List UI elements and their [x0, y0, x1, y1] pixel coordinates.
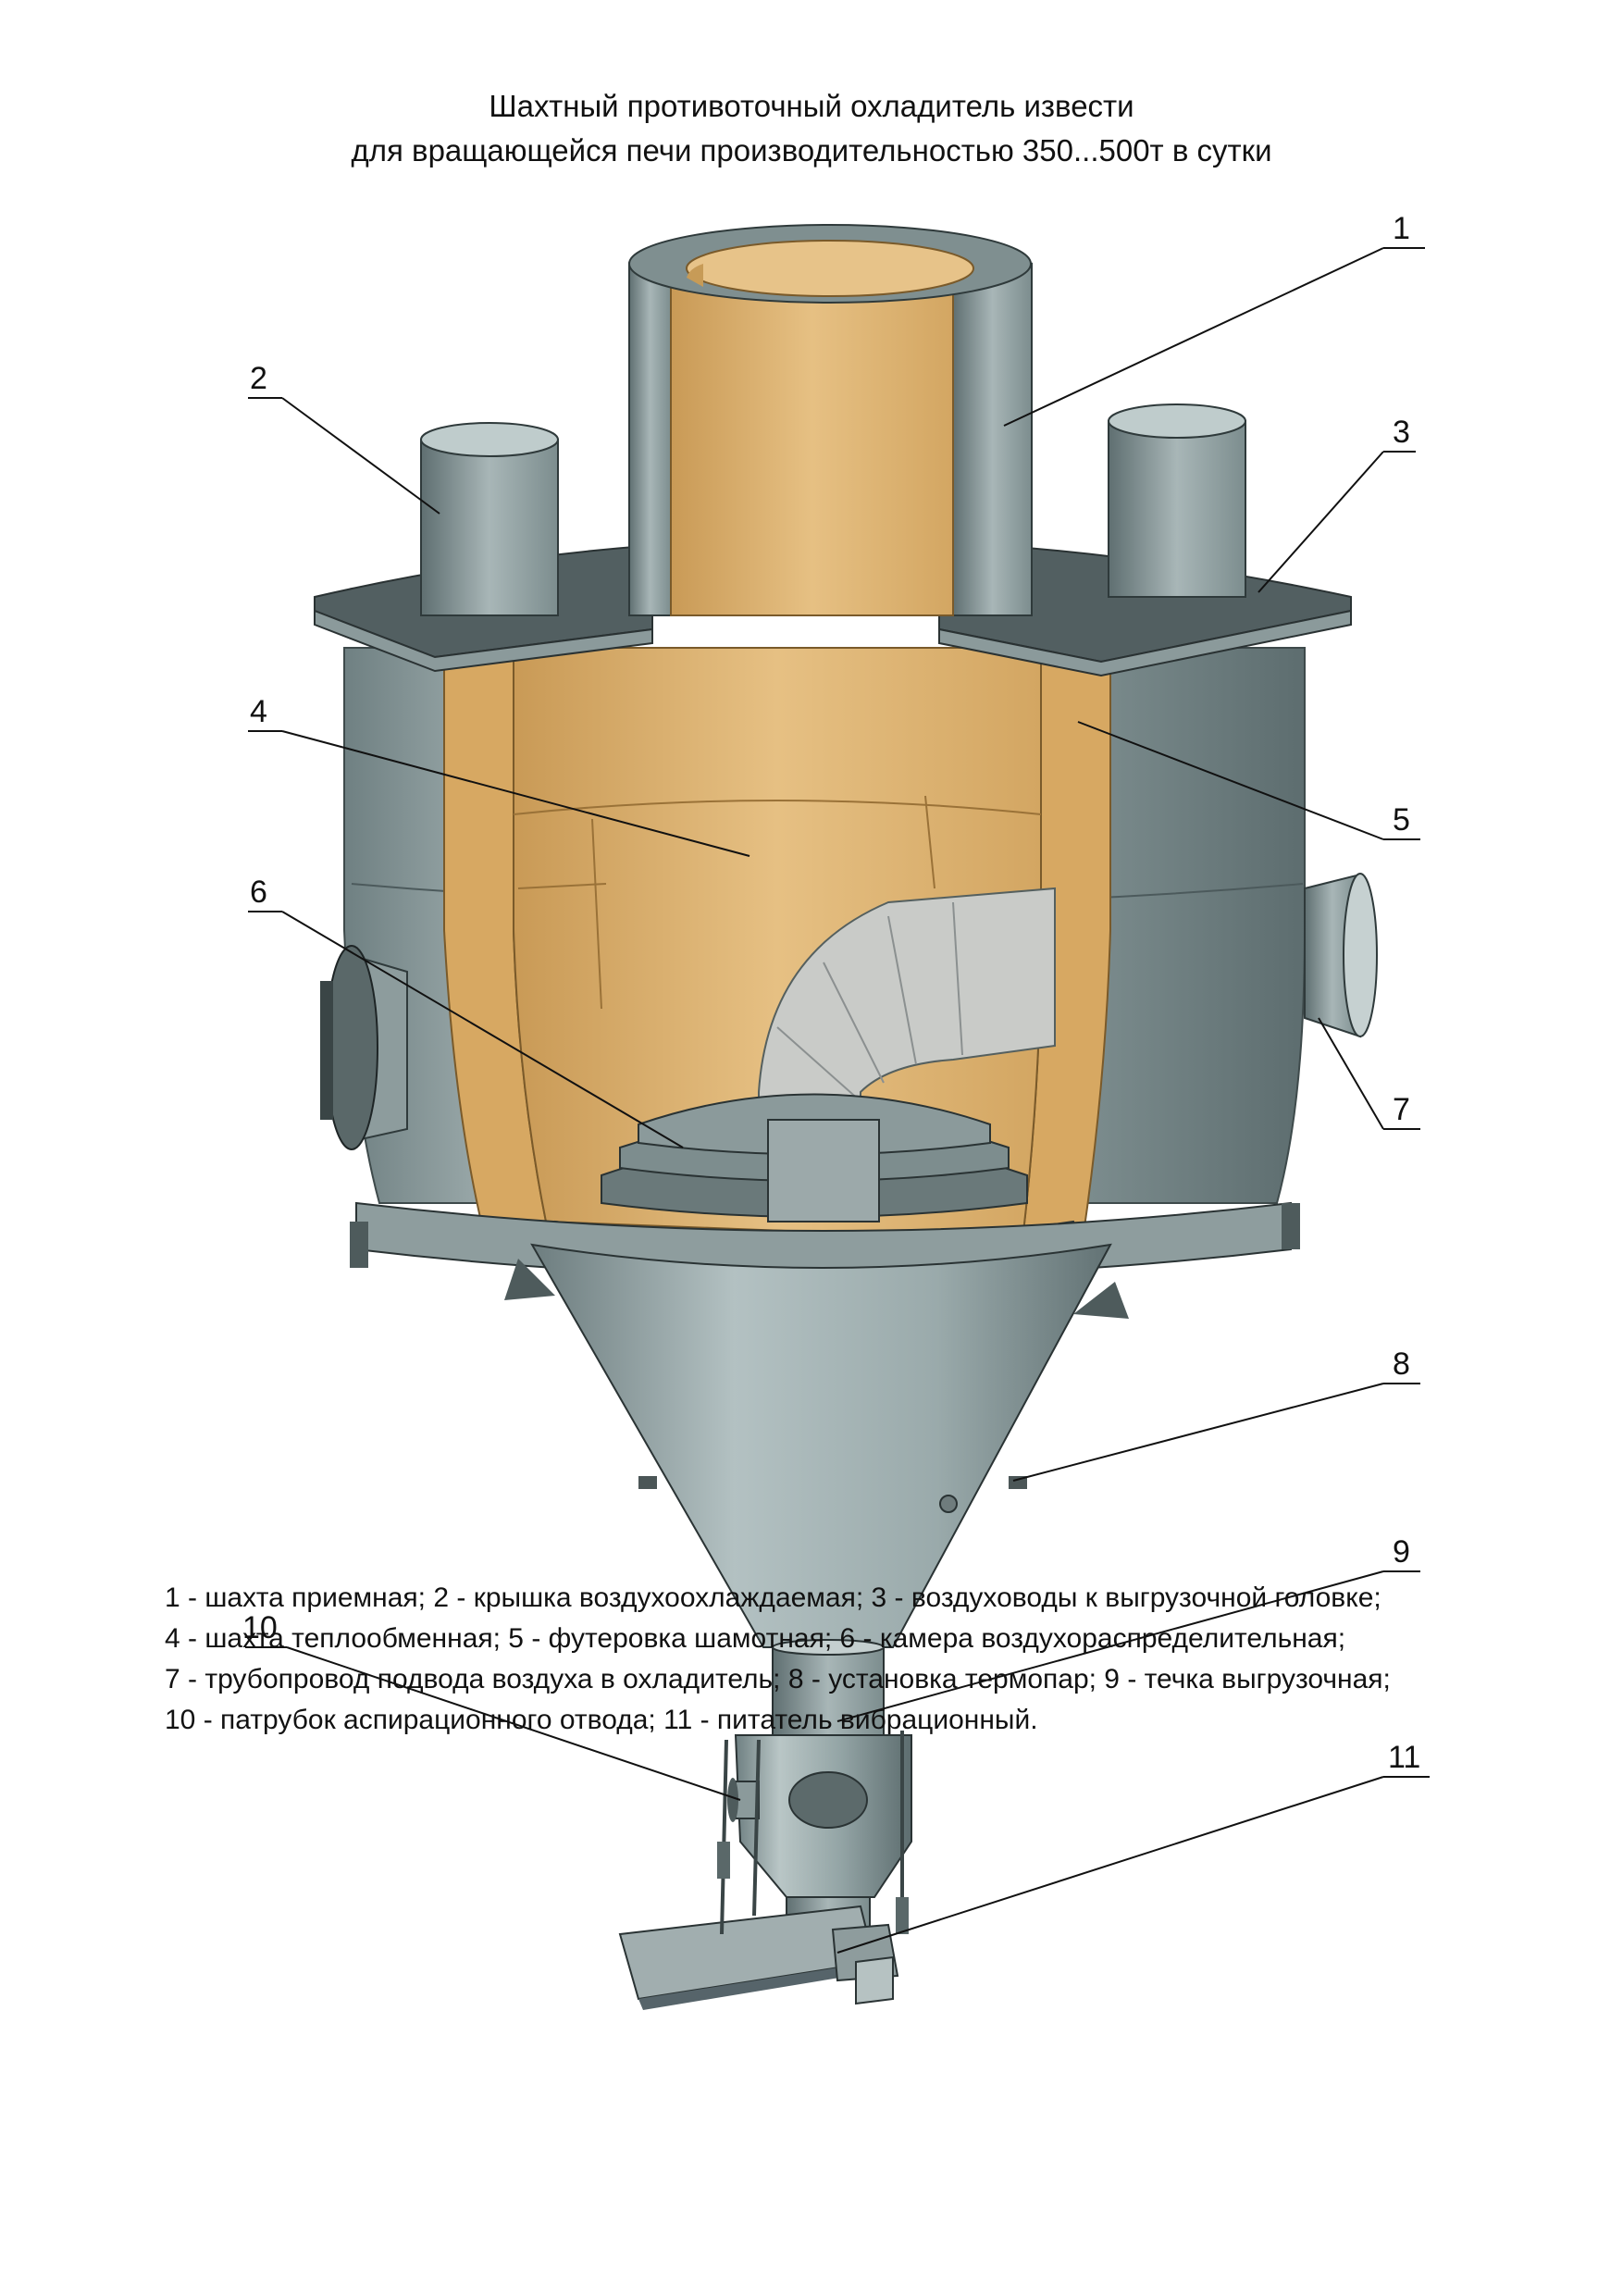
legend-line-1: 1 - шахта приемная; 2 - крышка воздухоох… [165, 1582, 1381, 1613]
callout-6: 6 [250, 875, 267, 910]
air-supply-pipe [1304, 873, 1378, 1038]
callout-10: 10 [242, 1610, 278, 1645]
leader-4 [248, 730, 750, 857]
leader-11 [836, 1776, 1430, 1954]
leader-lines [245, 247, 1430, 1954]
legend-line-3: 7 - трубопровод подвода воздуха в охлади… [165, 1664, 1391, 1694]
legend-line-2: 4 - шахта теплообменная; 5 - футеровка ш… [165, 1623, 1346, 1654]
callout-4: 4 [250, 694, 267, 729]
aspiration-nozzle [727, 1778, 760, 1822]
vibrating-feeder [618, 1731, 909, 2010]
leader-10 [245, 1646, 741, 1801]
callout-2: 2 [250, 361, 267, 396]
legend-line-4: 10 - патрубок аспирационного отвода; 11 … [165, 1705, 1038, 1735]
callout-11: 11 [1388, 1740, 1420, 1775]
leader-2 [248, 397, 440, 515]
leader-6 [248, 911, 684, 1148]
callout-1: 1 [1393, 211, 1410, 246]
leader-7 [1318, 1017, 1420, 1130]
leader-9 [836, 1570, 1420, 1722]
diagram-title-line-1: Шахтный противоточный охладитель извести [489, 89, 1134, 123]
leader-3 [1258, 451, 1416, 593]
hopper-cone [504, 1243, 1129, 1648]
callout-9: 9 [1393, 1534, 1410, 1570]
inner-elbow-pipe [758, 887, 1056, 1130]
receiving-shaft [628, 224, 1033, 616]
leader-5 [1077, 721, 1420, 840]
callout-3: 3 [1393, 415, 1410, 450]
callout-5: 5 [1393, 802, 1410, 838]
diagram-title-line-2: для вращающейся печи производительностью… [351, 133, 1272, 168]
air-ducts [420, 403, 1246, 616]
heat-exchange-shaft [343, 647, 1306, 1242]
legend: 1 - шахта приемная; 2 - крышка воздухоох… [165, 1578, 1391, 1741]
thermocouple-unit [638, 1476, 1027, 1513]
leader-1 [1003, 247, 1425, 427]
leader-8 [1012, 1383, 1420, 1482]
inspection-hatch [320, 945, 408, 1150]
callout-8: 8 [1393, 1347, 1410, 1382]
callout-7: 7 [1393, 1092, 1410, 1127]
